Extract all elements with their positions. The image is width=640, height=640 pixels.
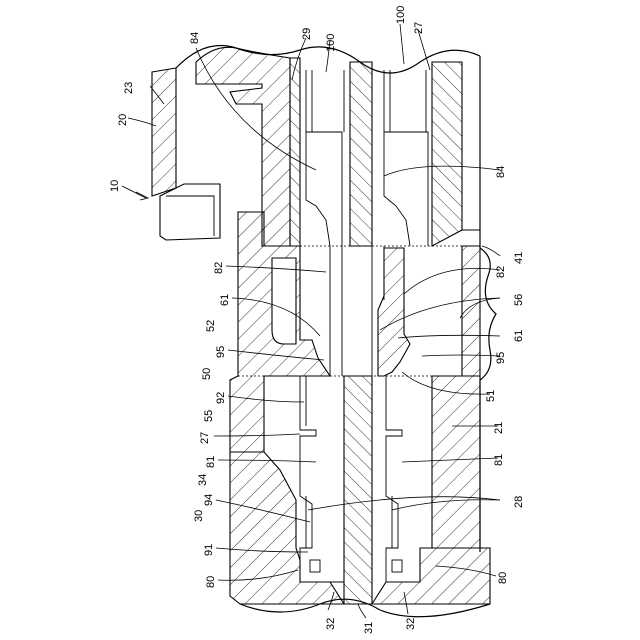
lower-terminal-left-window [310, 560, 320, 572]
label-32-right: 32 [405, 618, 417, 630]
upper-housing [152, 46, 480, 249]
label-51: 51 [485, 390, 497, 402]
label-80-right: 80 [497, 572, 509, 584]
label-52: 52 [205, 320, 217, 332]
label-41: 41 [513, 252, 525, 264]
conductor-shaft [344, 376, 372, 604]
center-conductor [330, 246, 384, 604]
pin-left [330, 246, 342, 376]
label-81-right: 81 [493, 454, 505, 466]
label-95-right: 95 [495, 352, 507, 364]
upper-left-terminal [306, 70, 342, 246]
label-91: 91 [203, 544, 215, 556]
label-10: 10 [109, 180, 121, 192]
upper-center-wall [350, 62, 372, 246]
middle-terminal-left [300, 376, 316, 446]
leader-31 [358, 604, 366, 618]
leader-95-right [422, 355, 500, 356]
housing-30 [230, 452, 344, 604]
housing-30-right [372, 548, 490, 604]
middle-terminal-right [386, 376, 402, 446]
upper-right-terminal [384, 70, 428, 246]
label-32-left: 32 [325, 618, 337, 630]
leader-41 [482, 246, 500, 256]
label-21: 21 [493, 422, 505, 434]
label-29: 29 [301, 28, 313, 40]
label-94: 94 [203, 494, 215, 506]
label-34: 34 [197, 474, 209, 486]
label-84-top: 84 [189, 32, 201, 44]
label-56: 56 [513, 294, 525, 306]
housing-step-block [160, 184, 220, 240]
label-84-right: 84 [495, 166, 507, 178]
housing-21-lower [432, 376, 480, 548]
leader-100-b [400, 24, 404, 64]
label-30: 30 [193, 510, 205, 522]
label-81-left: 81 [205, 456, 217, 468]
lower-terminal-right-window [392, 560, 402, 572]
label-82-right: 82 [495, 266, 507, 278]
label-80-left: 80 [205, 576, 217, 588]
upper-cavity-wall-left [290, 58, 300, 246]
lower-terminal-right [386, 446, 420, 582]
label-100-b: 100 [395, 6, 407, 24]
housing-wall-20 [152, 68, 176, 196]
label-28: 28 [513, 496, 525, 508]
leader-10 [122, 186, 146, 198]
label-61-right: 61 [513, 330, 525, 342]
label-27-left: 27 [199, 432, 211, 444]
label-100-a: 100 [325, 34, 337, 52]
lower-terminal-left [300, 446, 344, 582]
label-31: 31 [363, 622, 375, 634]
label-55: 55 [203, 410, 215, 422]
center-post-56 [378, 248, 410, 376]
label-50: 50 [201, 368, 213, 380]
label-95-left: 95 [215, 346, 227, 358]
label-92: 92 [215, 392, 227, 404]
label-61-left: 61 [219, 294, 231, 306]
leader-27-top [418, 30, 430, 70]
leader-61-right [398, 335, 500, 338]
upper-cavity-wall-right [432, 62, 462, 246]
label-23: 23 [123, 82, 135, 94]
label-27-top: 27 [413, 22, 425, 34]
label-20: 20 [117, 114, 129, 126]
label-82-left: 82 [213, 262, 225, 274]
housing-52-slot [272, 258, 296, 344]
